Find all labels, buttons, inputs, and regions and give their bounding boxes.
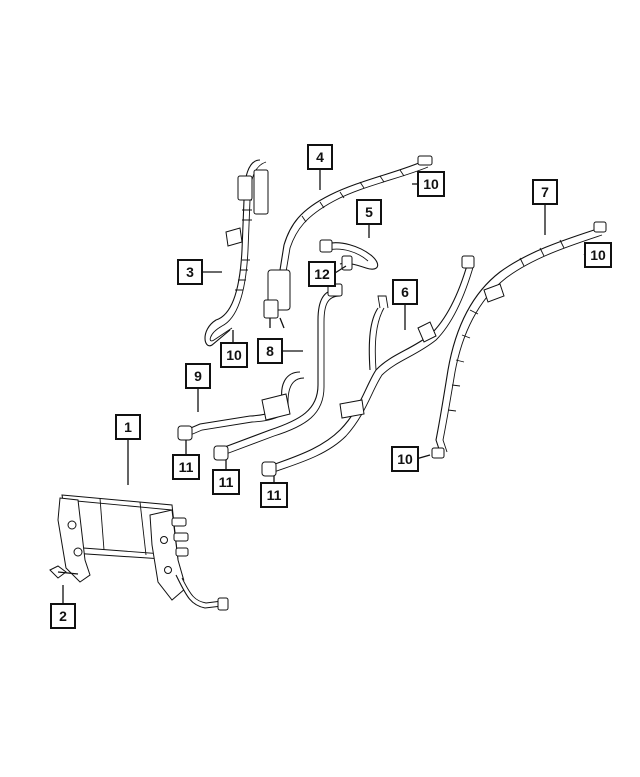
hose-part-7 — [431, 221, 607, 459]
hose-part-9 — [177, 371, 305, 441]
callout-10-part-7-top: 10 — [584, 242, 612, 268]
callout-5: 5 — [356, 199, 382, 225]
bolt-part-2 — [49, 565, 79, 579]
hose-part-6 — [261, 255, 475, 477]
callout-7: 7 — [532, 179, 558, 205]
oil-cooler-part-1 — [57, 494, 229, 611]
callout-8: 8 — [257, 338, 283, 364]
callout-3: 3 — [177, 259, 203, 285]
callout-12: 12 — [308, 261, 336, 287]
hose-part-3 — [204, 159, 269, 347]
hose-part-4 — [263, 155, 433, 329]
callout-4: 4 — [307, 144, 333, 170]
callout-10-part-4: 10 — [417, 171, 445, 197]
callout-1: 1 — [115, 414, 141, 440]
callout-6: 6 — [392, 279, 418, 305]
callout-10-part-3: 10 — [220, 342, 248, 368]
callout-9: 9 — [185, 363, 211, 389]
callout-11-part-8: 11 — [212, 469, 240, 495]
callout-11-part-9: 11 — [172, 454, 200, 480]
callout-11-part-6: 11 — [260, 482, 288, 508]
callout-2: 2 — [50, 603, 76, 629]
callout-10-part-7-bottom: 10 — [391, 446, 419, 472]
